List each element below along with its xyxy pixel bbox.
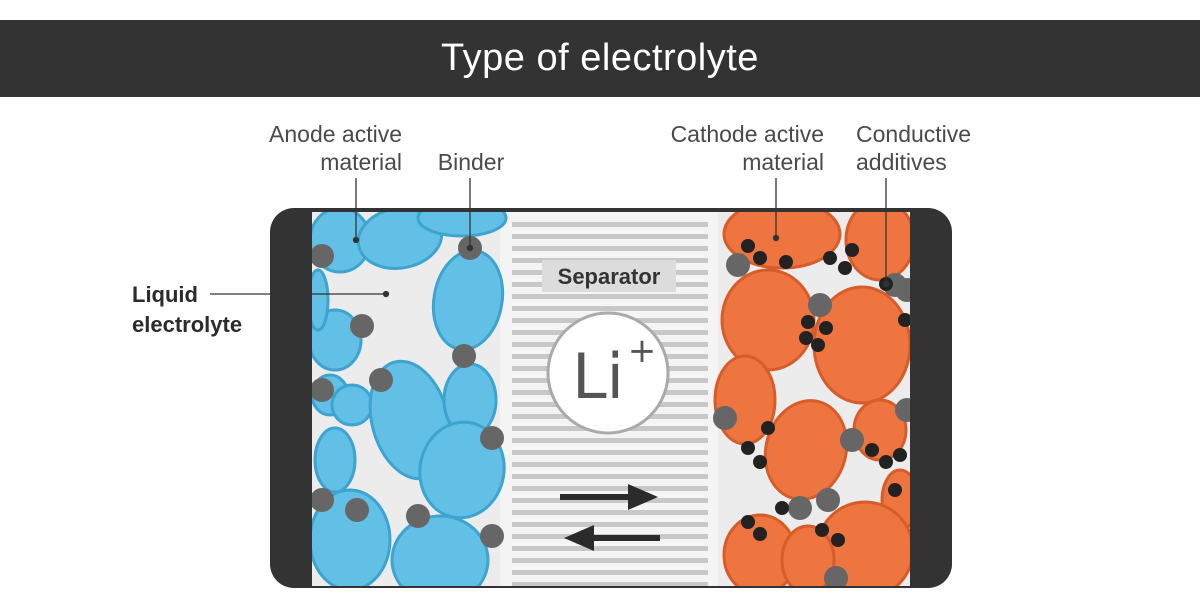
cathode-label-line1: Cathode active: [671, 121, 824, 147]
conductive-dot: [741, 239, 755, 253]
cathode-label-line2: material: [742, 149, 824, 175]
binder-dot: [816, 488, 840, 512]
cathode-particle: [722, 212, 842, 270]
conductive-dot: [799, 331, 813, 345]
conductive-dot: [741, 441, 755, 455]
binder-dot: [350, 314, 374, 338]
binder-dot: [824, 566, 848, 586]
cathode-particle: [844, 212, 910, 282]
binder-dot: [406, 504, 430, 528]
separator-stripe: [512, 486, 708, 491]
arrow-right-icon: [560, 484, 658, 510]
conductive-dot: [775, 501, 789, 515]
binder-dot: [480, 426, 504, 450]
anode-label-line1: Anode active: [269, 121, 402, 147]
lithium-ion-symbol: Li: [572, 340, 624, 413]
conductive-dot: [893, 448, 907, 462]
anode-label-line2: material: [320, 149, 402, 175]
conductive-dot: [831, 533, 845, 547]
binder-dot: [312, 378, 334, 402]
binder-dot: [788, 496, 812, 520]
binder-dot: [726, 253, 750, 277]
conductive-dot: [815, 523, 829, 537]
binder-particles: [312, 236, 910, 586]
separator-stripe: [512, 294, 708, 299]
conductive-dot: [753, 251, 767, 265]
conductive-dot: [761, 421, 775, 435]
conductive-dot: [865, 443, 879, 457]
separator-stripe: [512, 462, 708, 467]
separator-stripe: [512, 510, 708, 515]
lithium-ion-charge: +: [628, 331, 657, 371]
binder-dot: [480, 524, 504, 548]
anode-particle: [330, 383, 374, 427]
anode-particle: [312, 488, 392, 586]
lithium-ion: [546, 311, 670, 435]
separator-stripe: [512, 582, 708, 586]
binder-dot: [345, 498, 369, 522]
conductive-dot: [845, 243, 859, 257]
conductive-label-line2: additives: [856, 149, 947, 175]
separator-stripe: [512, 546, 708, 551]
title-bar: Type of electrolyte: [0, 20, 1200, 97]
anode-particle: [416, 212, 508, 238]
leader-lines: [210, 178, 890, 298]
cathode-particle: [780, 524, 836, 586]
conductive-dot: [779, 255, 793, 269]
conductive-dot: [838, 261, 852, 275]
conductive-dot: [811, 338, 825, 352]
separator-stripe: [512, 234, 708, 239]
binder-dot: [369, 368, 393, 392]
separator-stripe: [512, 438, 708, 443]
separator-stripe: [512, 570, 708, 575]
anode-particle: [390, 514, 490, 586]
conductive-dot: [819, 321, 833, 335]
conductive-dot: [753, 455, 767, 469]
conductive-dot: [823, 251, 837, 265]
anode-particle: [312, 268, 330, 332]
conductive-dot: [898, 313, 910, 327]
liquid-electrolyte-label-line1: Liquid: [132, 282, 198, 307]
binder-dot: [895, 278, 910, 302]
separator-stripe: [512, 450, 708, 455]
separator-stripe: [512, 522, 708, 527]
conductive-label-line1: Conductive: [856, 121, 971, 147]
binder-dot: [713, 406, 737, 430]
separator-label: Separator: [558, 264, 661, 289]
conductive-dot: [888, 483, 902, 497]
separator-label-box: [542, 260, 676, 292]
binder-dot: [312, 244, 334, 268]
binder-dot: [808, 293, 832, 317]
cathode-particle: [720, 268, 816, 372]
arrow-left-icon: [564, 525, 660, 551]
page-title: Type of electrolyte: [441, 37, 759, 79]
separator-stripe: [512, 222, 708, 227]
binder-dot: [840, 428, 864, 452]
separator-stripe: [512, 246, 708, 251]
binder-dot: [452, 344, 476, 368]
conductive-dot: [741, 515, 755, 529]
conductive-dot: [801, 315, 815, 329]
binder-dot: [895, 398, 910, 422]
binder-label: Binder: [438, 149, 505, 175]
separator-stripe: [512, 558, 708, 563]
liquid-electrolyte-label-line2: electrolyte: [132, 312, 242, 337]
binder-dot: [312, 488, 334, 512]
separator-stripe: [512, 474, 708, 479]
conductive-dot: [879, 455, 893, 469]
separator-stripe: [512, 498, 708, 503]
separator-stripe: [512, 306, 708, 311]
conductive-dot: [753, 527, 767, 541]
anode-particle: [313, 426, 357, 494]
